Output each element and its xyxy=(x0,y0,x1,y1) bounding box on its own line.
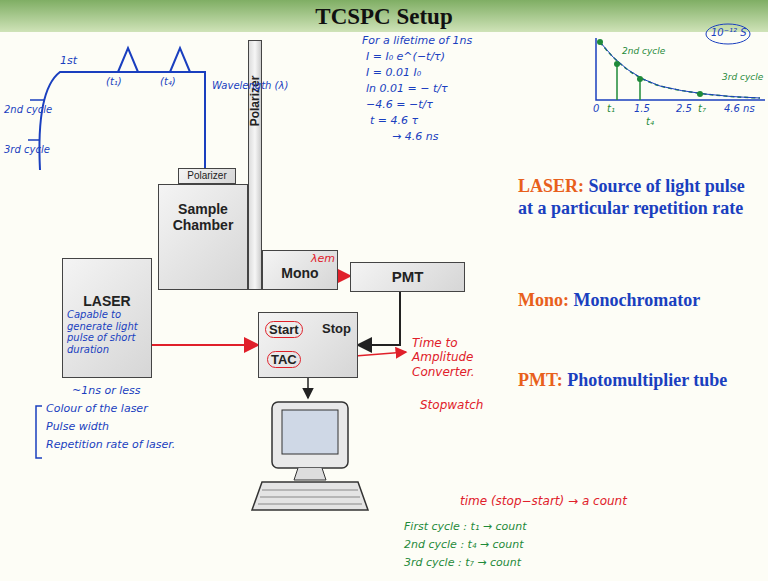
handwritten-note: Colour of the laser xyxy=(46,402,148,415)
node-label: Polarizer xyxy=(181,170,233,182)
node-label: λem xyxy=(265,252,335,265)
handwritten-note: t₁ xyxy=(607,103,615,114)
monochromator-box: λemMono xyxy=(262,250,338,290)
signal-arrow xyxy=(358,292,400,345)
handwritten-note: t₇ xyxy=(698,103,706,114)
handwritten-note: 3rd cycle xyxy=(4,144,50,155)
handwritten-note: 4.6 ns xyxy=(724,103,755,114)
handwritten-note: I = 0.01 I₀ xyxy=(366,66,421,79)
node-text: TAC xyxy=(267,351,301,368)
handwritten-note: 3rd cycle : t₇ → count xyxy=(404,556,521,569)
handwritten-note: 2.5 xyxy=(676,103,692,114)
slide-title: TCSPC Setup xyxy=(0,4,768,30)
handwritten-note: → 4.6 ns xyxy=(392,130,438,143)
handwritten-note: (t₄) xyxy=(160,76,176,87)
handwritten-note: t₄ xyxy=(646,116,654,127)
definition-term: LASER: xyxy=(518,176,584,196)
handwritten-note: ln 0.01 = − t/τ xyxy=(366,82,448,95)
handwritten-note: Repetition rate of laser. xyxy=(46,438,175,451)
handwritten-note: ~1ns or less xyxy=(72,384,140,397)
node-label: Start xyxy=(265,321,303,338)
sample-chamber-box: Sample Chamber xyxy=(158,184,248,290)
handwritten-note: 2nd cycle xyxy=(4,104,52,115)
handwritten-note: 0 xyxy=(593,103,599,114)
handwritten-note: (t₁) xyxy=(106,76,122,87)
polarizer-band: Polarizer xyxy=(248,40,262,290)
handwritten-note: 10⁻¹² S xyxy=(711,27,747,38)
handwritten-note: time (stop−start) → a count xyxy=(460,494,627,508)
definition-term: Mono: xyxy=(518,290,569,310)
definition-term: PMT: xyxy=(518,370,563,390)
handwritten-note: 2nd cycle xyxy=(622,46,665,56)
node-label: PMT xyxy=(353,268,462,285)
node-text: Capable to generate light pulse of short… xyxy=(67,309,147,355)
signal-arrow xyxy=(338,275,350,277)
node-label: Sample Chamber xyxy=(163,201,243,233)
handwritten-note: Pulse width xyxy=(46,420,109,433)
pmt-box: PMT xyxy=(350,262,465,292)
definition-text: Monochromator xyxy=(574,290,701,310)
definition-note: LASER: Source of light pulse at a partic… xyxy=(518,176,758,219)
node-text: Stop xyxy=(322,321,351,336)
handwritten-note: Time to Amplitude Converter. xyxy=(412,336,504,379)
handwritten-note: 1st xyxy=(60,54,77,67)
polarizer-box: Polarizer xyxy=(178,168,236,184)
tac-box: Start StopTAC xyxy=(258,312,358,378)
handwritten-note: −4.6 = −t/τ xyxy=(366,98,433,111)
signal-arrow xyxy=(152,344,258,346)
definition-note: Mono: Monochromator xyxy=(518,290,758,312)
handwritten-note: I = I₀ e^(−t/τ) xyxy=(366,50,445,63)
node-text: Mono xyxy=(265,265,335,281)
definition-text: Photomultiplier tube xyxy=(567,370,727,390)
handwritten-note: Stopwatch xyxy=(420,398,483,412)
node-label: LASER xyxy=(67,293,147,309)
handwritten-note: 3rd cycle xyxy=(722,72,763,82)
definition-note: PMT: Photomultiplier tube xyxy=(518,370,758,392)
laser-box: LASERCapable to generate light pulse of … xyxy=(62,258,152,378)
handwritten-note: First cycle : t₁ → count xyxy=(404,520,527,533)
handwritten-note: 1.5 xyxy=(634,103,650,114)
handwritten-note: t = 4.6 τ xyxy=(370,114,418,127)
handwritten-note: 2nd cycle : t₄ → count xyxy=(404,538,524,551)
handwritten-note: Wavelength (λ) xyxy=(212,80,288,91)
handwritten-note: For a lifetime of 1ns xyxy=(362,34,472,47)
